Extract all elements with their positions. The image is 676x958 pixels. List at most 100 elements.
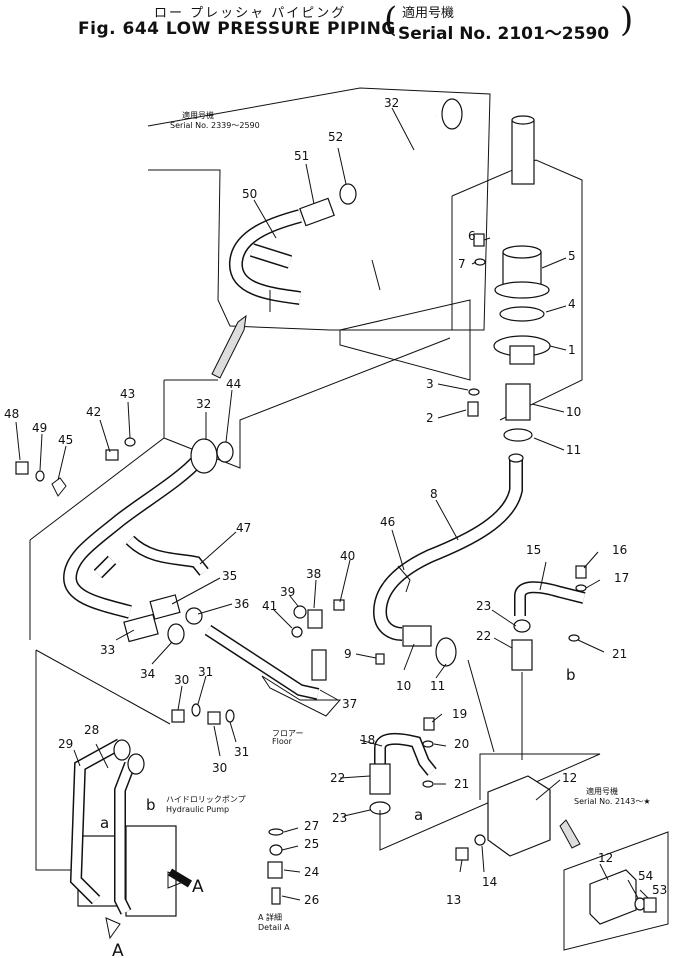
clamp-11-upper [503,428,533,442]
block-12 [487,775,551,857]
hydraulic-pump [125,825,177,917]
oring-21-lower [422,780,434,788]
callouts: 32 52 51 50 6 5 7 4 1 3 2 10 11 44 32 43… [4,96,667,907]
callout-9: 9 [344,647,352,661]
connection-b-pump: b [146,796,156,814]
callout-27: 27 [304,819,319,833]
oring-44 [216,441,234,463]
hose-51 [299,197,335,227]
pump-label-jp: ハイドロリックポンプ [166,795,246,804]
hose-33 [123,613,159,643]
connection-a-pump: a [100,814,109,832]
callout-26: 26 [304,893,319,907]
section-arrow [211,314,247,379]
figure-title: Fig. 644 LOW PRESSURE PIPING [78,19,396,39]
callout-4: 4 [568,297,576,311]
callout-2: 2 [426,411,434,425]
gasket-4 [499,306,545,322]
hydraulic-tank [339,115,583,421]
oring-31-right [225,709,235,723]
callout-11-upper: 11 [566,443,581,457]
bottom-inset: 適用号機 Serial No. 2143～★ [559,786,669,951]
callout-32-top: 32 [384,96,399,110]
callout-25: 25 [304,837,319,851]
bolt-19 [423,717,435,731]
view-arrow-bottom [105,917,121,940]
hose-22-upper [511,639,533,671]
bottom-inset-serial-jp: 適用号機 [586,786,618,796]
callout-12: 12 [562,771,577,785]
callout-29: 29 [58,737,73,751]
callout-3: 3 [426,377,434,391]
callout-23-lower: 23 [332,811,347,825]
callout-1: 1 [568,343,576,357]
callout-15: 15 [526,543,541,557]
callout-31-upper: 31 [198,665,213,679]
elbow-38 [307,609,323,629]
callout-50: 50 [242,187,257,201]
callout-36: 36 [234,597,249,611]
washer-17 [575,584,587,592]
callout-47: 47 [236,521,251,535]
callout-51: 51 [294,149,309,163]
fitting-30-left [171,709,185,723]
callout-7: 7 [458,257,466,271]
callout-20: 20 [454,737,469,751]
bolt-42 [105,449,119,461]
floor-plate [261,675,342,717]
clamp-23-upper [513,619,531,633]
callout-21-upper: 21 [612,647,627,661]
callout-53: 53 [652,883,667,897]
clamp-34 [167,623,185,645]
pump-label: Hydraulic Pump [166,805,229,814]
block-12-inset [589,869,637,925]
washer-49 [35,470,45,482]
callout-54: 54 [638,869,653,883]
callout-10-lower: 10 [396,679,411,693]
bottom-inset-serial: Serial No. 2143～★ [574,797,651,806]
leader-lines [15,107,649,901]
oring-41 [291,626,303,638]
plug-40 [333,599,345,611]
washer-14 [474,834,486,846]
callout-24: 24 [304,865,319,879]
callout-43: 43 [120,387,135,401]
callout-12-inset: 12 [598,851,613,865]
washer-20 [422,740,434,748]
nut-48 [15,461,29,475]
bolt-2 [467,401,479,417]
callout-31-lower: 31 [234,745,249,759]
bolt-13 [455,847,469,861]
callout-11-lower: 11 [430,679,445,693]
paren-open: ( [384,0,398,40]
callout-40: 40 [340,549,355,563]
callout-35: 35 [222,569,237,583]
hose-10-upper [505,383,531,421]
callout-41: 41 [262,599,277,613]
callout-6: 6 [468,229,476,243]
elbow-24 [267,861,283,879]
view-a-right: A [192,877,204,897]
callout-21-lower: 21 [454,777,469,791]
callout-5: 5 [568,249,576,263]
view-arrow-right [167,871,190,889]
callout-37: 37 [342,697,357,711]
callout-14: 14 [482,875,497,889]
callout-19: 19 [452,707,467,721]
pipe-flange-32 [441,98,463,130]
detail-label: Detail A [258,923,290,932]
detail-a: A 詳細 Detail A [258,828,290,932]
clip-45 [51,477,67,497]
floor-label: Floor [272,737,293,746]
fitting-30-right [207,711,221,725]
callout-32-lower: 32 [196,397,211,411]
floor-label-jp: フロアー [272,729,304,738]
fitting-38-stem [311,649,327,681]
detail-label-jp: A 詳細 [258,912,282,922]
clamp-36 [185,607,203,625]
clamp-11-lower [435,637,457,667]
callout-13: 13 [446,893,461,907]
inset-arrow [559,819,581,849]
callout-22-lower: 22 [330,771,345,785]
